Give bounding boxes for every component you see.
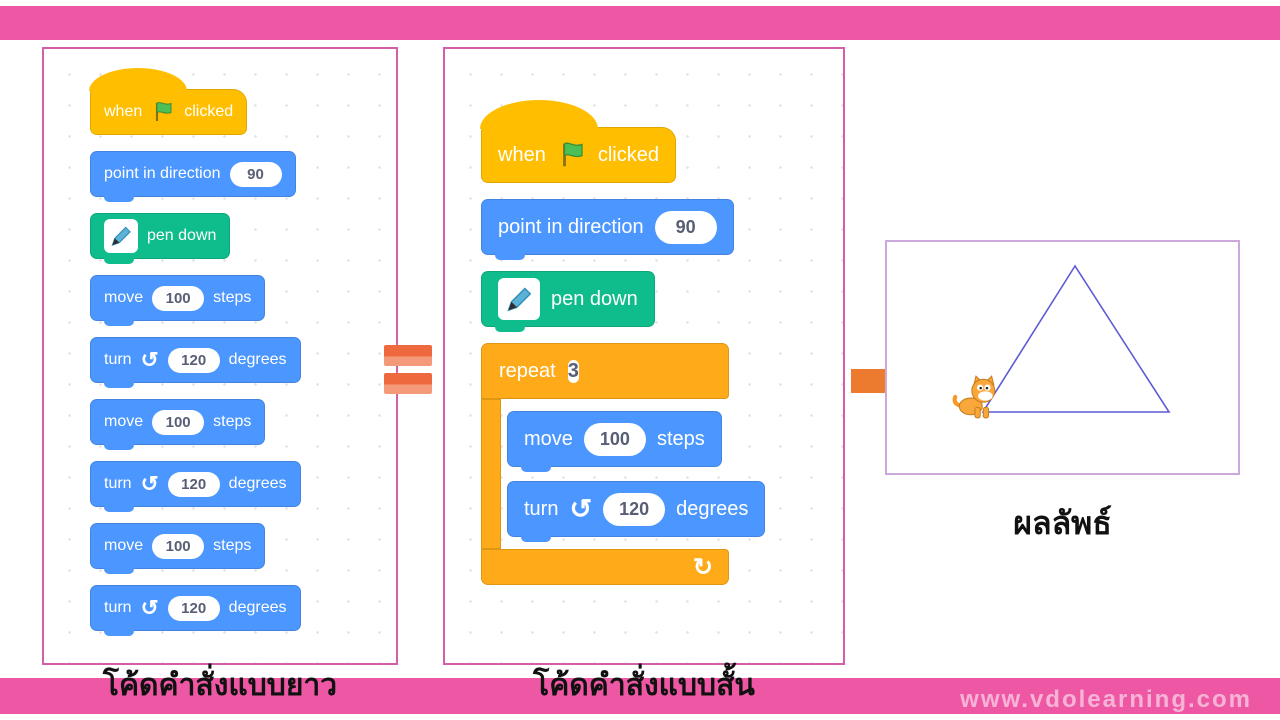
when-flag-clicked-block[interactable]: when clicked: [88, 68, 248, 135]
turn-ccw-icon: ↺: [140, 595, 159, 621]
long-code-stack: when clicked point in direction 90: [88, 68, 301, 636]
point-in-direction-block[interactable]: point in direction 90: [90, 151, 296, 202]
degrees-input[interactable]: 120: [603, 492, 666, 526]
repeat-block-body: move 100 steps turn ↺ 120 degrees: [481, 399, 766, 549]
long-code-caption: โค้ดคำสั่งแบบยาว: [102, 669, 338, 702]
pen-icon: [104, 219, 138, 253]
block-label: point in direction: [498, 215, 644, 238]
degrees-input[interactable]: 120: [167, 471, 220, 497]
top-bar: [0, 6, 1280, 40]
direction-input[interactable]: 90: [654, 210, 717, 244]
block-label: steps: [656, 427, 705, 450]
block-label: move: [104, 413, 144, 430]
long-code-panel: when clicked point in direction 90: [42, 47, 398, 665]
turn-ccw-icon: ↺: [140, 347, 159, 373]
block-label: degrees: [228, 599, 287, 616]
steps-input[interactable]: 100: [583, 422, 646, 456]
block-label: degrees: [228, 351, 287, 368]
block-label: point in direction: [104, 165, 221, 182]
move-steps-block[interactable]: move 100 steps: [90, 523, 266, 574]
result-stage: [885, 240, 1240, 475]
triangle-drawing: [981, 264, 1171, 413]
bottom-bar: [0, 678, 1280, 714]
block-label: steps: [213, 537, 252, 554]
turn-ccw-block[interactable]: turn ↺ 120 degrees: [90, 585, 301, 636]
repeat-block[interactable]: repeat 3 move 100 steps turn ↺ 120 degre…: [481, 343, 766, 585]
turn-ccw-icon: ↺: [569, 493, 593, 524]
move-steps-block[interactable]: move 100 steps: [90, 399, 266, 450]
block-label: steps: [213, 413, 252, 430]
degrees-input[interactable]: 120: [167, 595, 220, 621]
result-caption: ผลลัพธ์: [1013, 505, 1112, 541]
turn-ccw-block[interactable]: turn ↺ 120 degrees: [507, 481, 766, 542]
degrees-input[interactable]: 120: [167, 347, 220, 373]
block-label: degrees: [676, 497, 749, 520]
block-label: turn: [104, 351, 132, 368]
block-label: degrees: [228, 475, 287, 492]
when-flag-clicked-block[interactable]: when clicked: [480, 100, 676, 183]
move-steps-block[interactable]: move 100 steps: [507, 411, 722, 472]
turn-ccw-icon: ↺: [140, 471, 159, 497]
block-label: repeat: [499, 359, 556, 382]
direction-input[interactable]: 90: [229, 161, 282, 187]
block-label: pen down: [551, 287, 638, 310]
block-label: move: [104, 537, 144, 554]
repeat-block-footer: ↻: [481, 549, 729, 585]
watermark: www.vdolearning.com: [960, 686, 1252, 713]
short-code-caption: โค้ดคำสั่งแบบสั้น: [533, 669, 755, 702]
block-label: turn: [104, 599, 132, 616]
pen-down-block[interactable]: pen down: [481, 271, 655, 332]
block-label: move: [104, 289, 144, 306]
block-label: steps: [213, 289, 252, 306]
block-label: turn: [104, 475, 132, 492]
point-in-direction-block[interactable]: point in direction 90: [481, 199, 734, 260]
steps-input[interactable]: 100: [152, 409, 205, 435]
loop-arrow-icon: ↻: [692, 553, 713, 581]
move-steps-block[interactable]: move 100 steps: [90, 275, 266, 326]
equals-sign: [384, 345, 432, 394]
block-label: turn: [524, 497, 559, 520]
block-label: move: [524, 427, 573, 450]
green-flag-icon: [562, 142, 583, 167]
steps-input[interactable]: 100: [152, 533, 205, 559]
block-label: clicked: [184, 103, 234, 120]
block-label: when: [498, 143, 546, 166]
turn-ccw-block[interactable]: turn ↺ 120 degrees: [90, 461, 301, 512]
pen-down-block[interactable]: pen down: [90, 213, 231, 264]
pen-icon: [498, 278, 540, 320]
block-label: when: [104, 103, 143, 120]
green-flag-icon: [156, 102, 172, 121]
short-code-stack: when clicked point in direction 90: [480, 100, 766, 585]
block-label: clicked: [597, 143, 659, 166]
block-label: pen down: [147, 227, 217, 244]
repeat-count-input[interactable]: 3: [567, 359, 579, 383]
turn-ccw-block[interactable]: turn ↺ 120 degrees: [90, 337, 301, 388]
repeat-block-header[interactable]: repeat 3: [481, 343, 729, 399]
scratch-cat-sprite[interactable]: [951, 374, 1001, 420]
steps-input[interactable]: 100: [152, 285, 205, 311]
short-code-panel: when clicked point in direction 90: [443, 47, 845, 665]
